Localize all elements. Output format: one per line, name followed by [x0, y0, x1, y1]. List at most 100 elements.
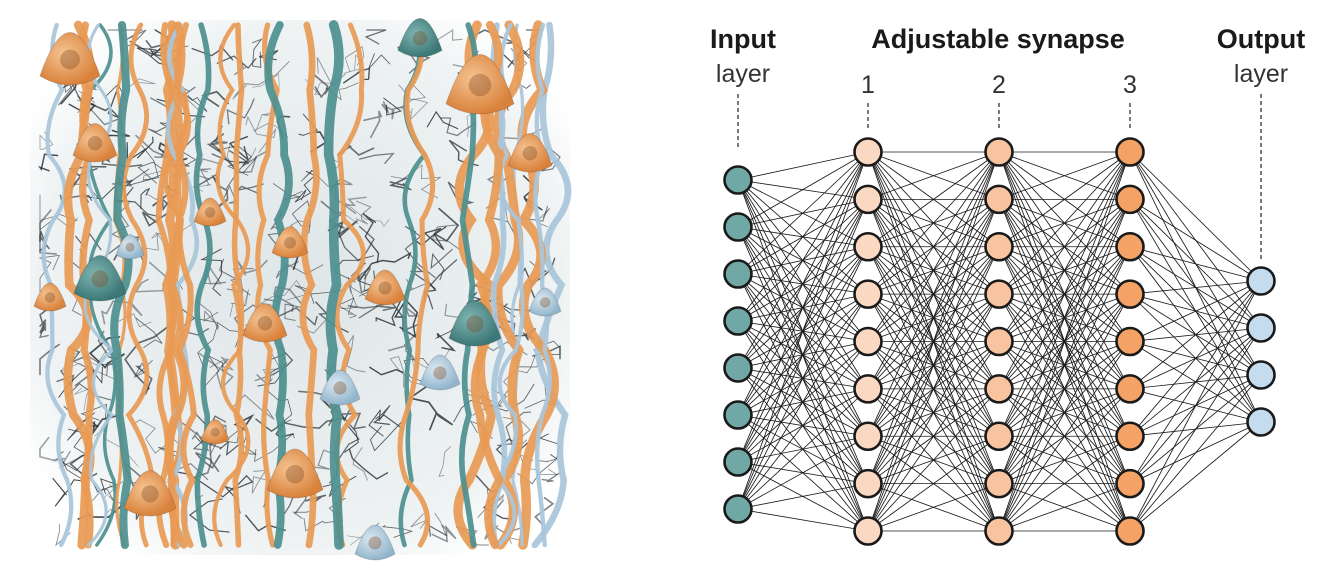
dendrite-branch — [455, 526, 490, 546]
neuron-soma — [242, 303, 288, 343]
synapse-line — [1129, 246, 1262, 282]
synapse-line — [867, 151, 1000, 248]
synapse-line — [737, 483, 869, 510]
axon-fiber — [533, 22, 553, 548]
synapse-line — [998, 435, 1131, 532]
hidden-3-node — [1115, 279, 1145, 309]
dendrite-branch — [367, 53, 391, 70]
neuron-soma — [73, 255, 127, 302]
output-subtitle: layer — [1234, 60, 1288, 88]
dendrite-branch — [344, 196, 367, 206]
input-node — [723, 259, 753, 289]
dendrite-branch — [198, 352, 234, 390]
neuron-nucleus — [466, 315, 484, 333]
hidden-2-node — [984, 137, 1014, 167]
synapse-line — [737, 151, 869, 510]
dendrite-branch — [364, 29, 387, 45]
axon-fiber — [110, 20, 133, 550]
synapse-line — [1129, 421, 1262, 532]
dendrite-branch — [126, 136, 154, 163]
dendrite-branch — [440, 117, 477, 137]
synapse-line — [1129, 199, 1262, 282]
dendrite-branch — [430, 248, 453, 281]
neuron-soma — [445, 54, 515, 115]
dendrite-branch — [337, 297, 357, 319]
dendrite-branch — [517, 458, 558, 485]
neuron-soma — [507, 133, 553, 173]
dendrite-branch — [251, 38, 263, 68]
neuron-soma — [419, 354, 461, 391]
hidden-3-node — [1115, 516, 1145, 546]
dendrite-branch — [199, 168, 211, 186]
dendrite-branch — [352, 447, 368, 481]
neuron-nucleus — [368, 536, 382, 550]
synapse-line — [998, 151, 1131, 295]
dendrite-branch — [362, 212, 380, 264]
neuron-soma — [193, 197, 227, 227]
synapse-line — [1129, 280, 1262, 295]
output-node — [1246, 313, 1276, 343]
dendrite-branch — [383, 97, 403, 116]
neuron-soma — [200, 419, 230, 445]
neuron-nucleus — [210, 427, 220, 437]
axon-fiber — [517, 20, 559, 550]
hidden-2-node — [984, 231, 1014, 262]
axon-fiber — [323, 20, 344, 550]
dendrite-branch — [347, 304, 378, 319]
neuron-nucleus — [284, 236, 296, 249]
synapse-line — [998, 151, 1131, 484]
neuron-nucleus — [44, 292, 56, 303]
dendrite-branch — [112, 168, 150, 187]
synapse-line — [737, 151, 869, 463]
axon-fiber — [212, 22, 251, 548]
dendrite-branch — [88, 336, 126, 369]
hidden-3-node — [1115, 137, 1145, 167]
dendrite-branch — [219, 440, 239, 457]
hidden-2-node — [984, 516, 1014, 546]
neuron-bodies — [33, 18, 562, 561]
dendrite-branch — [196, 301, 219, 331]
synapse-line — [867, 246, 1000, 532]
axon-fiber — [193, 22, 213, 548]
synapse-line — [998, 151, 1131, 437]
synapse-line — [867, 151, 1000, 437]
hidden-2-node — [984, 326, 1014, 357]
dendrite-branch — [147, 122, 181, 137]
synapse-line — [737, 199, 869, 510]
axon-fiber — [121, 22, 156, 548]
output-node — [1246, 360, 1276, 390]
synapse-line — [998, 246, 1131, 532]
dendrite-branch — [135, 317, 163, 349]
synapse-line — [737, 151, 869, 228]
input-node — [723, 165, 753, 195]
synapse-line — [737, 508, 869, 532]
dendrite-branch — [363, 110, 383, 139]
dendrite-branch — [369, 366, 404, 376]
dendrite-branch — [346, 334, 366, 373]
neuron-soma — [115, 234, 145, 260]
neuron-soma — [271, 226, 309, 259]
hidden-1-node — [853, 468, 883, 499]
axon-fiber — [174, 21, 198, 549]
hidden-2-node — [984, 184, 1014, 215]
dendrite-branch — [291, 511, 310, 519]
hidden-2-node — [984, 468, 1014, 499]
input-node — [723, 400, 753, 430]
synapse-line — [737, 388, 869, 510]
axon-fiber — [231, 22, 245, 548]
dendrite-branch — [355, 200, 372, 225]
hidden-3-node — [1115, 374, 1145, 404]
synapse-line — [998, 293, 1131, 532]
dendrite-branch — [39, 131, 54, 150]
synapse-line — [1129, 280, 1262, 532]
hidden-1-node — [853, 326, 883, 357]
neuron-nucleus — [257, 316, 273, 331]
dendrite-branch — [431, 224, 462, 251]
dendrite-branch — [426, 110, 459, 130]
neuron-soma — [123, 470, 177, 517]
neuron-soma — [364, 269, 406, 306]
output-node — [1246, 266, 1276, 296]
dendrite-branch — [200, 248, 223, 297]
hidden-1-node — [853, 421, 883, 452]
